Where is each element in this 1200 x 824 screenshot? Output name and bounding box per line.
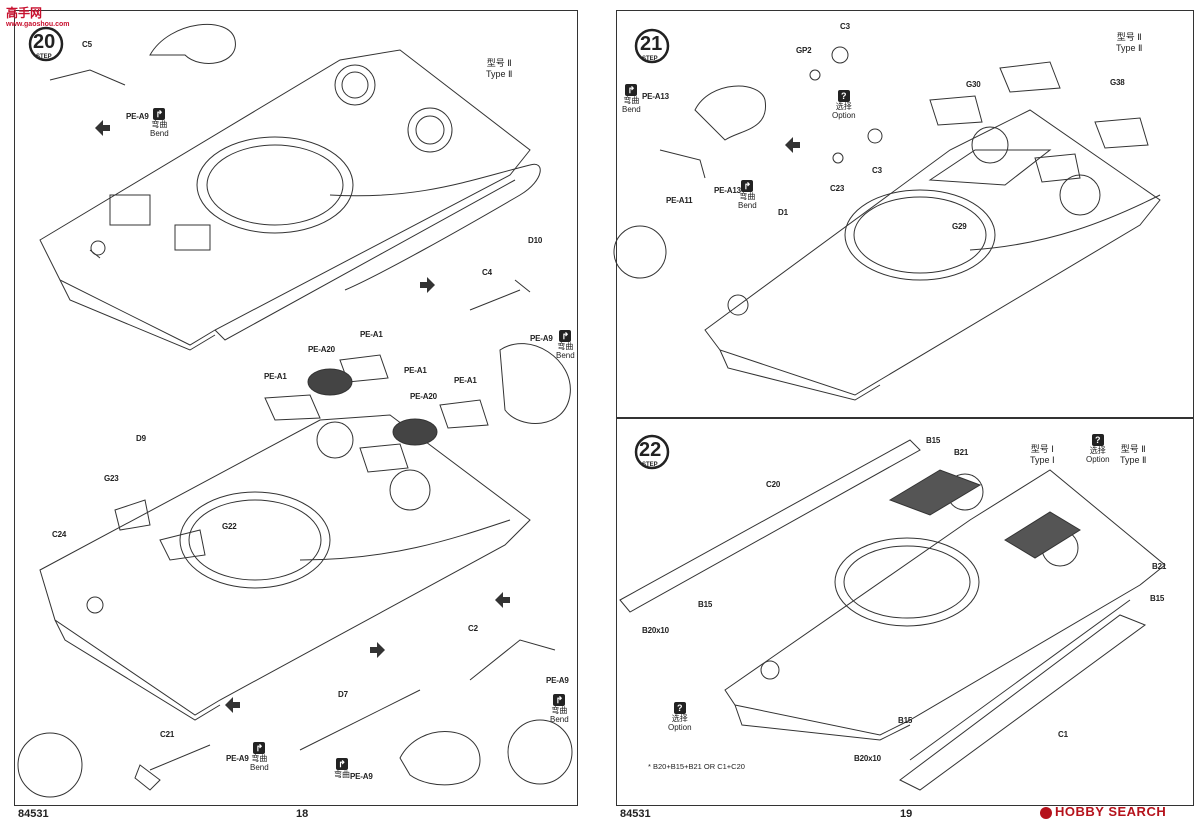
bend-icon: ↱ [153, 108, 166, 120]
instruction-page-18: 高手网 www.gaoshou.com 20 STEP [0, 0, 590, 824]
type-label: 型号 Ⅱ Type Ⅱ [486, 58, 513, 79]
part-label: PE-A9 [530, 334, 553, 343]
question-icon: ? [673, 702, 686, 714]
part-label: C21 [160, 730, 175, 739]
bend-icon: ↱ [559, 330, 572, 342]
step-22-frame [616, 418, 1194, 806]
part-label: C5 [82, 40, 92, 49]
part-label: PE-A20 [308, 345, 335, 354]
instruction-page-19: 21 STEP 22 STEP [610, 0, 1200, 824]
part-label: C2 [468, 624, 478, 633]
part-label: G30 [966, 80, 981, 89]
part-label: PE-A13 [642, 92, 669, 101]
bend-icon: ↱ [553, 694, 566, 706]
part-label: PE-A9 [350, 772, 373, 781]
part-label: PE-A9 [126, 112, 149, 121]
catalog-number: 84531 [620, 808, 651, 820]
footnote: * B20+B15+B21 OR C1+C20 [648, 762, 745, 771]
part-label: B21 [1152, 562, 1167, 571]
type-2-label: 型号 Ⅱ Type Ⅱ [1120, 444, 1147, 465]
part-label: C3 [840, 22, 850, 31]
type-1-label: 型号 Ⅰ Type Ⅰ [1030, 444, 1055, 465]
bend-badge: ↱ 弯曲 [334, 758, 350, 779]
question-icon: ? [1091, 434, 1104, 446]
part-label: PE-A1 [360, 330, 383, 339]
part-label: B21 [954, 448, 969, 457]
part-label: G23 [104, 474, 119, 483]
question-icon: ? [837, 90, 850, 102]
part-label: C24 [52, 530, 67, 539]
part-label: PE-A9 [546, 676, 569, 685]
assembly-diagram-right [613, 46, 1166, 791]
part-label: PE-A20 [410, 392, 437, 401]
brand-watermark: HOBBY SEARCH [1040, 804, 1166, 819]
step-20-badge: 20 STEP [26, 26, 66, 66]
part-label: PE-A11 [666, 196, 693, 205]
part-label: C1 [1058, 730, 1068, 739]
assembly-diagram-left [17, 23, 573, 798]
step-21-badge: 21 STEP [632, 28, 672, 68]
step-22-badge: 22 STEP [632, 434, 672, 474]
part-label: B20x10 [642, 626, 669, 635]
part-label: G22 [222, 522, 237, 531]
part-label: B15 [898, 716, 913, 725]
type-label: 型号 Ⅱ Type Ⅱ [1116, 32, 1143, 53]
part-label: B15 [926, 436, 941, 445]
part-label: PE-A1 [404, 366, 427, 375]
part-label: C4 [482, 268, 492, 277]
part-label: PE-A1 [264, 372, 287, 381]
part-label: B20x10 [854, 754, 881, 763]
page-number: 18 [296, 808, 309, 820]
step-21-frame [616, 10, 1194, 418]
bend-icon: ↱ [336, 758, 348, 770]
part-label: GP2 [796, 46, 812, 55]
bend-icon: ↱ [253, 742, 266, 754]
part-label: PE-A1 [454, 376, 477, 385]
catalog-number: 84531 [18, 808, 49, 820]
part-label: G38 [1110, 78, 1125, 87]
part-label: C3 [872, 166, 882, 175]
part-label: D1 [778, 208, 788, 217]
part-label: B15 [698, 600, 713, 609]
part-label: C20 [766, 480, 781, 489]
part-label: B15 [1150, 594, 1165, 603]
bend-icon: ↱ [741, 180, 754, 192]
bend-icon: ↱ [625, 84, 638, 96]
watermark-site: 高手网 www.gaoshou.com [6, 6, 70, 28]
part-label: D10 [528, 236, 543, 245]
hobby-search-logo-icon [1040, 806, 1052, 819]
part-label: PE-A13 [714, 186, 741, 195]
page-number: 19 [900, 808, 913, 820]
page-frame [14, 10, 578, 806]
part-label: PE-A9 [226, 754, 249, 763]
part-label: C23 [830, 184, 845, 193]
part-label: G29 [952, 222, 967, 231]
part-label: D7 [338, 690, 348, 699]
part-label: D9 [136, 434, 146, 443]
